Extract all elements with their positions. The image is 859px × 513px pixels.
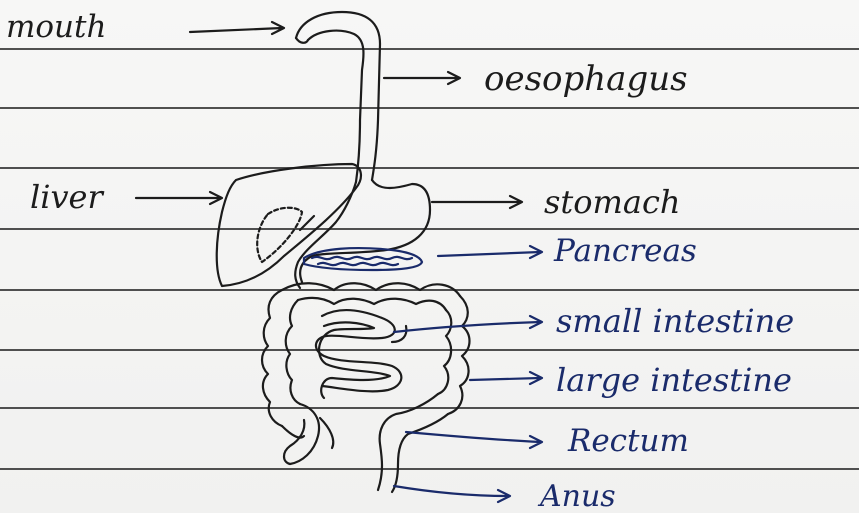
label-pancreas: Pancreas — [554, 236, 697, 267]
arrow-anus — [394, 486, 510, 502]
arrow-pancreas — [438, 246, 542, 258]
label-arrows-pencil — [136, 22, 522, 208]
arrow-rectum — [406, 432, 542, 448]
label-anus: Anus — [540, 482, 616, 512]
arrow-mouth — [190, 22, 284, 34]
label-rectum: Rectum — [568, 426, 689, 457]
small-intestine-outline — [316, 310, 406, 398]
arrow-liver — [136, 192, 222, 204]
arrow-large-intestine — [470, 372, 542, 384]
label-mouth: mouth — [6, 12, 106, 43]
arrow-stomach — [432, 196, 522, 208]
large-intestine-outline — [262, 283, 470, 437]
stomach-outline — [295, 180, 430, 288]
arrow-oesophagus — [384, 72, 460, 84]
label-small-intestine: small intestine — [556, 305, 794, 337]
gallbladder-outline — [257, 208, 302, 262]
oesophagus-outline — [296, 12, 380, 182]
label-oesophagus: oesophagus — [484, 62, 688, 96]
rectum-outline — [378, 394, 448, 492]
liver-outline — [217, 164, 361, 286]
label-large-intestine: large intestine — [556, 364, 792, 396]
label-stomach: stomach — [544, 186, 681, 218]
label-liver: liver — [30, 181, 103, 213]
